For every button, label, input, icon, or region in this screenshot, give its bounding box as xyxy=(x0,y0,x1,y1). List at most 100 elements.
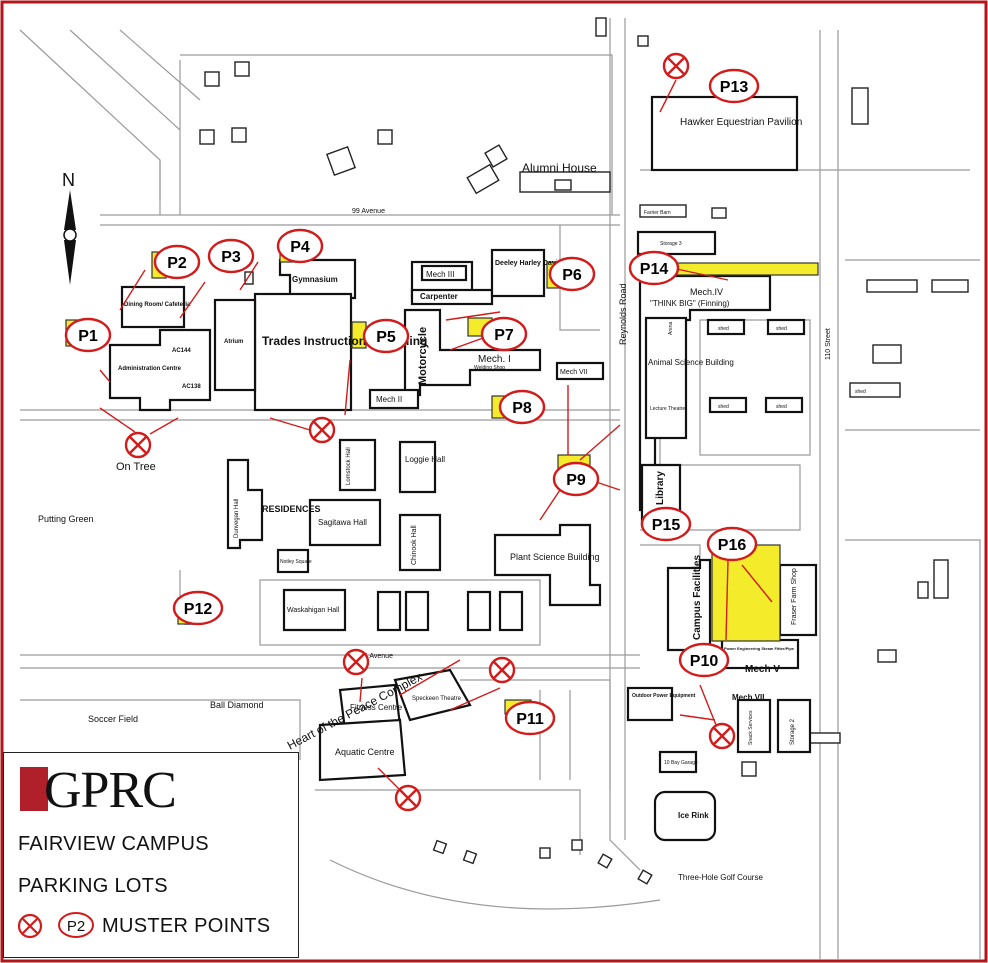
gprc-logo-mark xyxy=(20,767,48,811)
parking-marker-p12[interactable]: P12 xyxy=(172,590,224,626)
label-golf-course: Three-Hole Golf Course xyxy=(678,873,763,882)
parking-label-p14: P14 xyxy=(640,261,669,278)
muster-icon xyxy=(662,52,690,80)
label-10-bay: 10 Bay Garage xyxy=(664,760,698,766)
parking-marker-p4[interactable]: P4 xyxy=(276,228,324,264)
label-arena: Arena xyxy=(668,321,674,335)
label-hawker: Hawker Equestrian Pavilion xyxy=(680,117,802,128)
label-mech1: Mech. I xyxy=(478,354,511,365)
north-arrow: N xyxy=(62,170,77,285)
label-power-engineering: Power Engineering Steam Fitter/Pipe xyxy=(724,646,795,651)
label-soccer-field: Soccer Field xyxy=(88,714,138,724)
parking-marker-p8[interactable]: P8 xyxy=(498,389,546,425)
label-loggie: Loggie Hall xyxy=(405,455,445,464)
parking-label-p8: P8 xyxy=(512,400,532,417)
parking-marker-p15[interactable]: P15 xyxy=(640,506,692,542)
legend-sample-lot: P2 xyxy=(67,918,85,935)
label-storage2: Storage 2 xyxy=(790,718,796,745)
parking-label-p10: P10 xyxy=(690,653,719,670)
parking-label-p9: P9 xyxy=(566,472,586,489)
parking-label-p15: P15 xyxy=(652,517,681,534)
label-mech5: Mech V xyxy=(745,664,780,675)
parking-marker-p10[interactable]: P10 xyxy=(678,642,730,678)
label-fraser: Fraser Farm Shop xyxy=(791,568,798,625)
label-alumni-house: Alumni House xyxy=(522,161,597,175)
parking-label-p4: P4 xyxy=(290,239,310,256)
label-welding: Welding Shop xyxy=(474,365,505,371)
parking-callouts: P1 P2 P3 P4 P5 P6 P7 P8 P9 P10 P11 P12 P… xyxy=(64,68,760,736)
parking-label-p7: P7 xyxy=(494,327,514,344)
small-structures xyxy=(184,17,969,885)
parking-marker-p3[interactable]: P3 xyxy=(207,238,255,274)
label-atrium: Atrium xyxy=(224,339,243,345)
parking-marker-p6[interactable]: P6 xyxy=(548,256,596,292)
label-shed: shed xyxy=(776,404,787,410)
muster-icon xyxy=(342,648,370,676)
parking-marker-icon: P2 xyxy=(58,912,94,938)
legend-muster: MUSTER POINTS xyxy=(102,915,271,937)
muster-points xyxy=(124,52,736,812)
muster-icon xyxy=(488,656,516,684)
label-aquatic: Aquatic Centre xyxy=(335,747,395,757)
parking-label-p6: P6 xyxy=(562,267,582,284)
label-library: Library xyxy=(655,471,666,505)
parking-marker-p5[interactable]: P5 xyxy=(362,318,410,354)
parking-label-p1: P1 xyxy=(78,328,98,345)
label-animal-science: Animal Science Building xyxy=(648,358,734,367)
label-mech7: Mech VII xyxy=(732,693,764,702)
label-gymnasium: Gymnasium xyxy=(292,275,338,284)
label-speckeen: Speckeen Theatre xyxy=(412,696,462,702)
label-putting-green: Putting Green xyxy=(38,514,94,524)
parking-marker-p13[interactable]: P13 xyxy=(708,68,760,104)
legend-campus: FAIRVIEW CAMPUS xyxy=(18,833,209,855)
parking-label-p16: P16 xyxy=(718,537,747,554)
muster-icon xyxy=(394,784,422,812)
label-mech2: Mech II xyxy=(376,395,402,404)
label-mech7-top: Mech VII xyxy=(560,369,588,376)
label-campus-facilities: Campus Facilities xyxy=(692,555,703,640)
label-residences: RESIDENCES xyxy=(262,504,321,514)
north-label: N xyxy=(62,170,75,190)
parking-label-p13: P13 xyxy=(720,79,749,96)
parking-marker-p14[interactable]: P14 xyxy=(628,250,680,286)
label-plant-science: Plant Science Building xyxy=(510,552,600,562)
label-shed: shed xyxy=(718,326,729,332)
label-mech3: Mech III xyxy=(426,270,454,279)
label-chinook: Chinook Hall xyxy=(411,525,418,565)
parking-label-p2: P2 xyxy=(167,255,187,272)
label-think-big: "THINK BIG" (Finning) xyxy=(650,299,730,308)
legend-parking: PARKING LOTS xyxy=(18,875,168,897)
legend-icons: P2 xyxy=(17,912,94,939)
label-farrier: Farrier Barn xyxy=(644,210,671,216)
label-mech4: Mech.IV xyxy=(690,287,723,297)
label-sagitawa: Sagitawa Hall xyxy=(318,518,367,527)
map-legend: GPRC FAIRVIEW CAMPUS PARKING LOTS P2 MUS… xyxy=(3,752,299,958)
label-admin: Administration Centre xyxy=(118,366,182,372)
label-motorcycle: Motorcycle xyxy=(417,327,429,385)
label-ball-diamond: Ball Diamond xyxy=(210,700,264,710)
label-waskahigan: Waskahigan Hall xyxy=(287,607,340,614)
direction-arrows xyxy=(99,79,773,791)
label-99-avenue: 99 Avenue xyxy=(352,208,385,215)
parking-marker-p1[interactable]: P1 xyxy=(64,317,112,353)
parking-marker-p11[interactable]: P11 xyxy=(504,700,556,736)
label-95-avenue: 95 Avenue xyxy=(360,653,393,660)
parking-label-p11: P11 xyxy=(516,711,544,728)
label-snack: Snack Services xyxy=(748,710,754,745)
label-reynolds-road: Reynolds Road xyxy=(618,283,628,345)
label-deeley: Deeley Harley Davidson xyxy=(495,260,574,267)
muster-icon xyxy=(124,431,152,459)
parking-marker-p9[interactable]: P9 xyxy=(552,461,600,497)
parking-marker-p2[interactable]: P2 xyxy=(153,244,201,280)
label-carpenter: Carpenter xyxy=(420,292,458,301)
muster-icon xyxy=(708,722,736,750)
muster-icon xyxy=(308,416,336,444)
label-on-tree: On Tree xyxy=(116,461,156,473)
label-ice-rink: Ice Rink xyxy=(678,811,709,820)
parking-marker-p16[interactable]: P16 xyxy=(706,526,758,562)
label-shed: shed xyxy=(776,326,787,332)
parking-marker-p7[interactable]: P7 xyxy=(480,316,528,352)
label-dining: Dining Room/ Cafeteria xyxy=(124,302,191,308)
